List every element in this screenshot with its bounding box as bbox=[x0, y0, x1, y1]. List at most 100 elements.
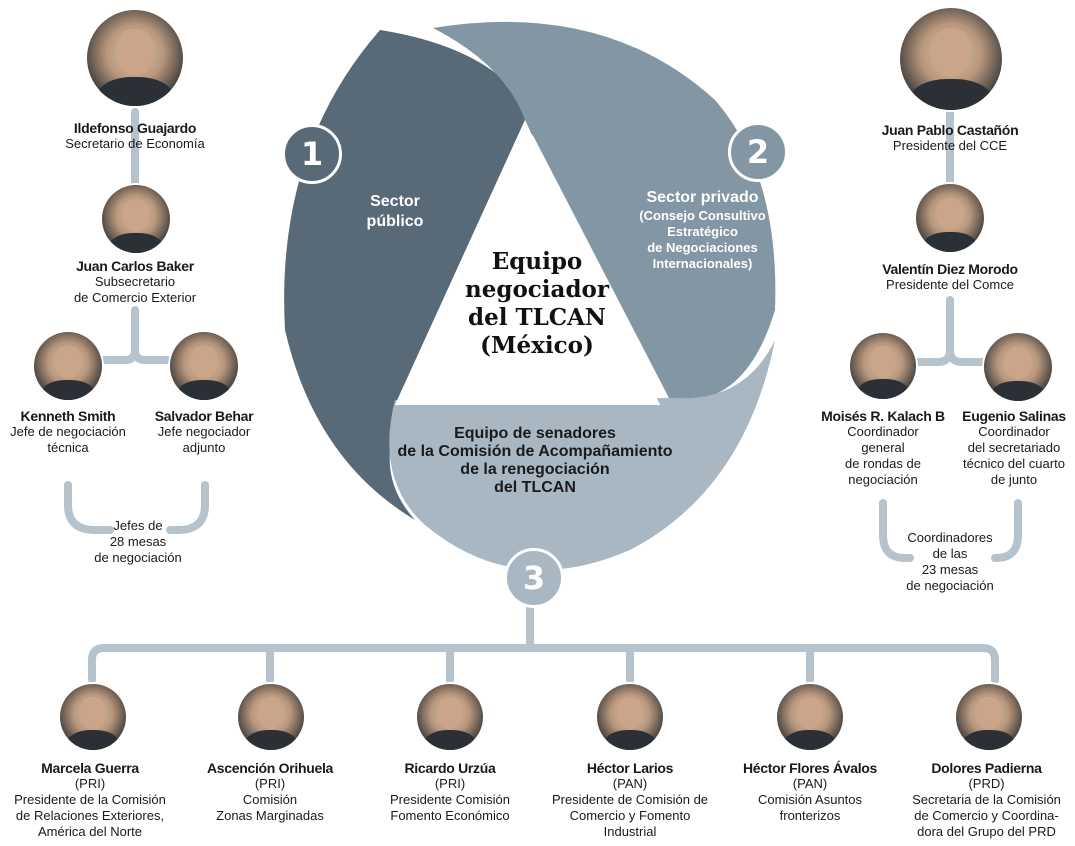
segment-3-line: Equipo de senadores bbox=[454, 425, 616, 442]
person-role: Comisión Asuntos bbox=[757, 792, 863, 807]
person-role: de Relaciones Exteriores, bbox=[15, 808, 165, 823]
segment-3-shape bbox=[389, 340, 775, 570]
person-role: del secretariado bbox=[967, 440, 1061, 455]
private-sector-note: Coordinadores de las 23 mesas de negocia… bbox=[890, 530, 1010, 594]
segment-1-label: Sector público bbox=[340, 192, 450, 232]
note-line: de negociación bbox=[94, 550, 182, 565]
senator-larios: Héctor Larios (PAN) Presidente de Comisi… bbox=[540, 760, 720, 840]
person-name: Ildefonso Guajardo bbox=[73, 120, 197, 136]
person-role: América del Norte bbox=[37, 824, 143, 839]
person-party: (PRD) bbox=[968, 776, 1005, 791]
person-kalach: Moisés R. Kalach B Coordinador general d… bbox=[812, 408, 954, 488]
connector-left-note bbox=[64, 481, 209, 534]
person-name: Eugenio Salinas bbox=[962, 408, 1066, 424]
person-name: Ascención Orihuela bbox=[206, 760, 334, 776]
person-role: Zonas Marginadas bbox=[216, 808, 324, 823]
connector-right-2 bbox=[911, 296, 989, 366]
segment-1-line: Sector bbox=[370, 193, 420, 210]
person-name: Valentín Diez Morodo bbox=[882, 261, 1018, 277]
person-party: (PAN) bbox=[612, 776, 648, 791]
segment-3-line: del TLCAN bbox=[494, 479, 576, 496]
person-name: Héctor Flores Ávalos bbox=[742, 760, 878, 776]
note-line: 28 mesas bbox=[109, 534, 167, 549]
person-party: (PRI) bbox=[254, 776, 286, 791]
avatar bbox=[916, 184, 984, 252]
person-baker: Juan Carlos Baker Subsecretario de Comer… bbox=[35, 258, 235, 306]
center-triangle bbox=[395, 120, 660, 405]
segment-2-sub: de Negociaciones bbox=[647, 240, 758, 255]
person-role: técnica bbox=[47, 440, 89, 455]
avatar bbox=[87, 10, 183, 106]
person-role: adjunto bbox=[182, 440, 226, 455]
person-name: Salvador Behar bbox=[154, 408, 254, 424]
person-name: Marcela Guerra bbox=[41, 760, 139, 776]
person-role: Subsecretario bbox=[94, 274, 176, 289]
note-line: de las bbox=[932, 546, 968, 561]
note-line: de negociación bbox=[906, 578, 994, 593]
person-role: negociación bbox=[848, 472, 918, 487]
person-role: Presidente Comisión bbox=[390, 792, 510, 807]
person-role: Presidente de Comisión de bbox=[551, 792, 709, 807]
person-role: dora del Grupo del PRD bbox=[917, 824, 1056, 839]
segment-3-line: de la renegociación bbox=[460, 461, 610, 478]
public-sector-note: Jefes de 28 mesas de negociación bbox=[78, 518, 198, 566]
person-smith: Kenneth Smith Jefe de negociación técnic… bbox=[2, 408, 134, 456]
person-role: Jefe negociador bbox=[157, 424, 251, 439]
person-diez-morodo: Valentín Diez Morodo Presidente del Comc… bbox=[850, 261, 1050, 293]
person-castanon: Juan Pablo Castañón Presidente del CCE bbox=[850, 122, 1050, 154]
avatar bbox=[597, 684, 663, 750]
avatar bbox=[170, 332, 238, 400]
person-role: general bbox=[861, 440, 905, 455]
segment-2-title: Sector privado bbox=[646, 189, 759, 206]
person-name: Juan Pablo Castañón bbox=[881, 122, 1019, 138]
person-role: Industrial bbox=[603, 824, 657, 839]
senator-padierna: Dolores Padierna (PRD) Secretaria de la … bbox=[900, 760, 1073, 840]
segment-2-sub: Internacionales) bbox=[652, 256, 753, 271]
avatar bbox=[850, 333, 916, 399]
badge-2: 2 bbox=[728, 122, 788, 182]
person-role: Coordinador bbox=[978, 424, 1050, 439]
segment-2-label: Sector privado (Consejo Consultivo Estra… bbox=[620, 188, 785, 272]
person-name: Moisés R. Kalach B bbox=[821, 408, 945, 424]
center-title: Equipo negociador del TLCAN (México) bbox=[452, 248, 622, 360]
person-role: Fomento Económico bbox=[390, 808, 510, 823]
person-role: de Comercio y Coordina- bbox=[914, 808, 1059, 823]
note-line: 23 mesas bbox=[921, 562, 979, 577]
segment-2-sub: (Consejo Consultivo bbox=[639, 208, 766, 223]
person-name: Ricardo Urzúa bbox=[404, 760, 496, 776]
avatar bbox=[777, 684, 843, 750]
person-role: Presidente de la Comisión bbox=[14, 792, 166, 807]
senator-urzua: Ricardo Urzúa (PRI) Presidente Comisión … bbox=[365, 760, 535, 824]
person-salinas: Eugenio Salinas Coordinador del secretar… bbox=[955, 408, 1073, 488]
avatar bbox=[417, 684, 483, 750]
segment-2-sub: Estratégico bbox=[667, 224, 738, 239]
person-role: Coordinador bbox=[847, 424, 919, 439]
segment-1-line: público bbox=[366, 213, 424, 230]
person-role: Comisión bbox=[242, 792, 298, 807]
senator-flores: Héctor Flores Ávalos (PAN) Comisión Asun… bbox=[722, 760, 898, 824]
person-party: (PRI) bbox=[434, 776, 466, 791]
person-role: de junto bbox=[990, 472, 1038, 487]
note-line: Coordinadores bbox=[907, 530, 993, 545]
center-title-line: negociador bbox=[465, 276, 609, 303]
person-name: Dolores Padierna bbox=[931, 760, 1042, 776]
person-name: Kenneth Smith bbox=[20, 408, 116, 424]
person-role: de rondas de bbox=[845, 456, 921, 471]
segment-3-line: de la Comisión de Acompañamiento bbox=[397, 443, 673, 460]
senator-orihuela: Ascención Orihuela (PRI) Comisión Zonas … bbox=[185, 760, 355, 824]
segment-1-shape bbox=[284, 30, 537, 520]
connector-right-note bbox=[879, 499, 1022, 562]
segment-2-shape bbox=[433, 21, 776, 401]
person-guajardo: Ildefonso Guajardo Secretario de Economí… bbox=[35, 120, 235, 152]
person-role: Secretario de Economía bbox=[65, 136, 205, 151]
avatar bbox=[102, 185, 170, 253]
person-party: (PAN) bbox=[792, 776, 828, 791]
center-title-line: (México) bbox=[480, 332, 594, 359]
senator-guerra: Marcela Guerra (PRI) Presidente de la Co… bbox=[2, 760, 178, 840]
negotiation-ring bbox=[284, 21, 776, 570]
segment-3-label: Equipo de senadores de la Comisión de Ac… bbox=[380, 425, 690, 497]
person-name: Juan Carlos Baker bbox=[76, 258, 194, 274]
person-role: Comercio y Fomento bbox=[569, 808, 691, 823]
person-role: fronterizos bbox=[779, 808, 841, 823]
